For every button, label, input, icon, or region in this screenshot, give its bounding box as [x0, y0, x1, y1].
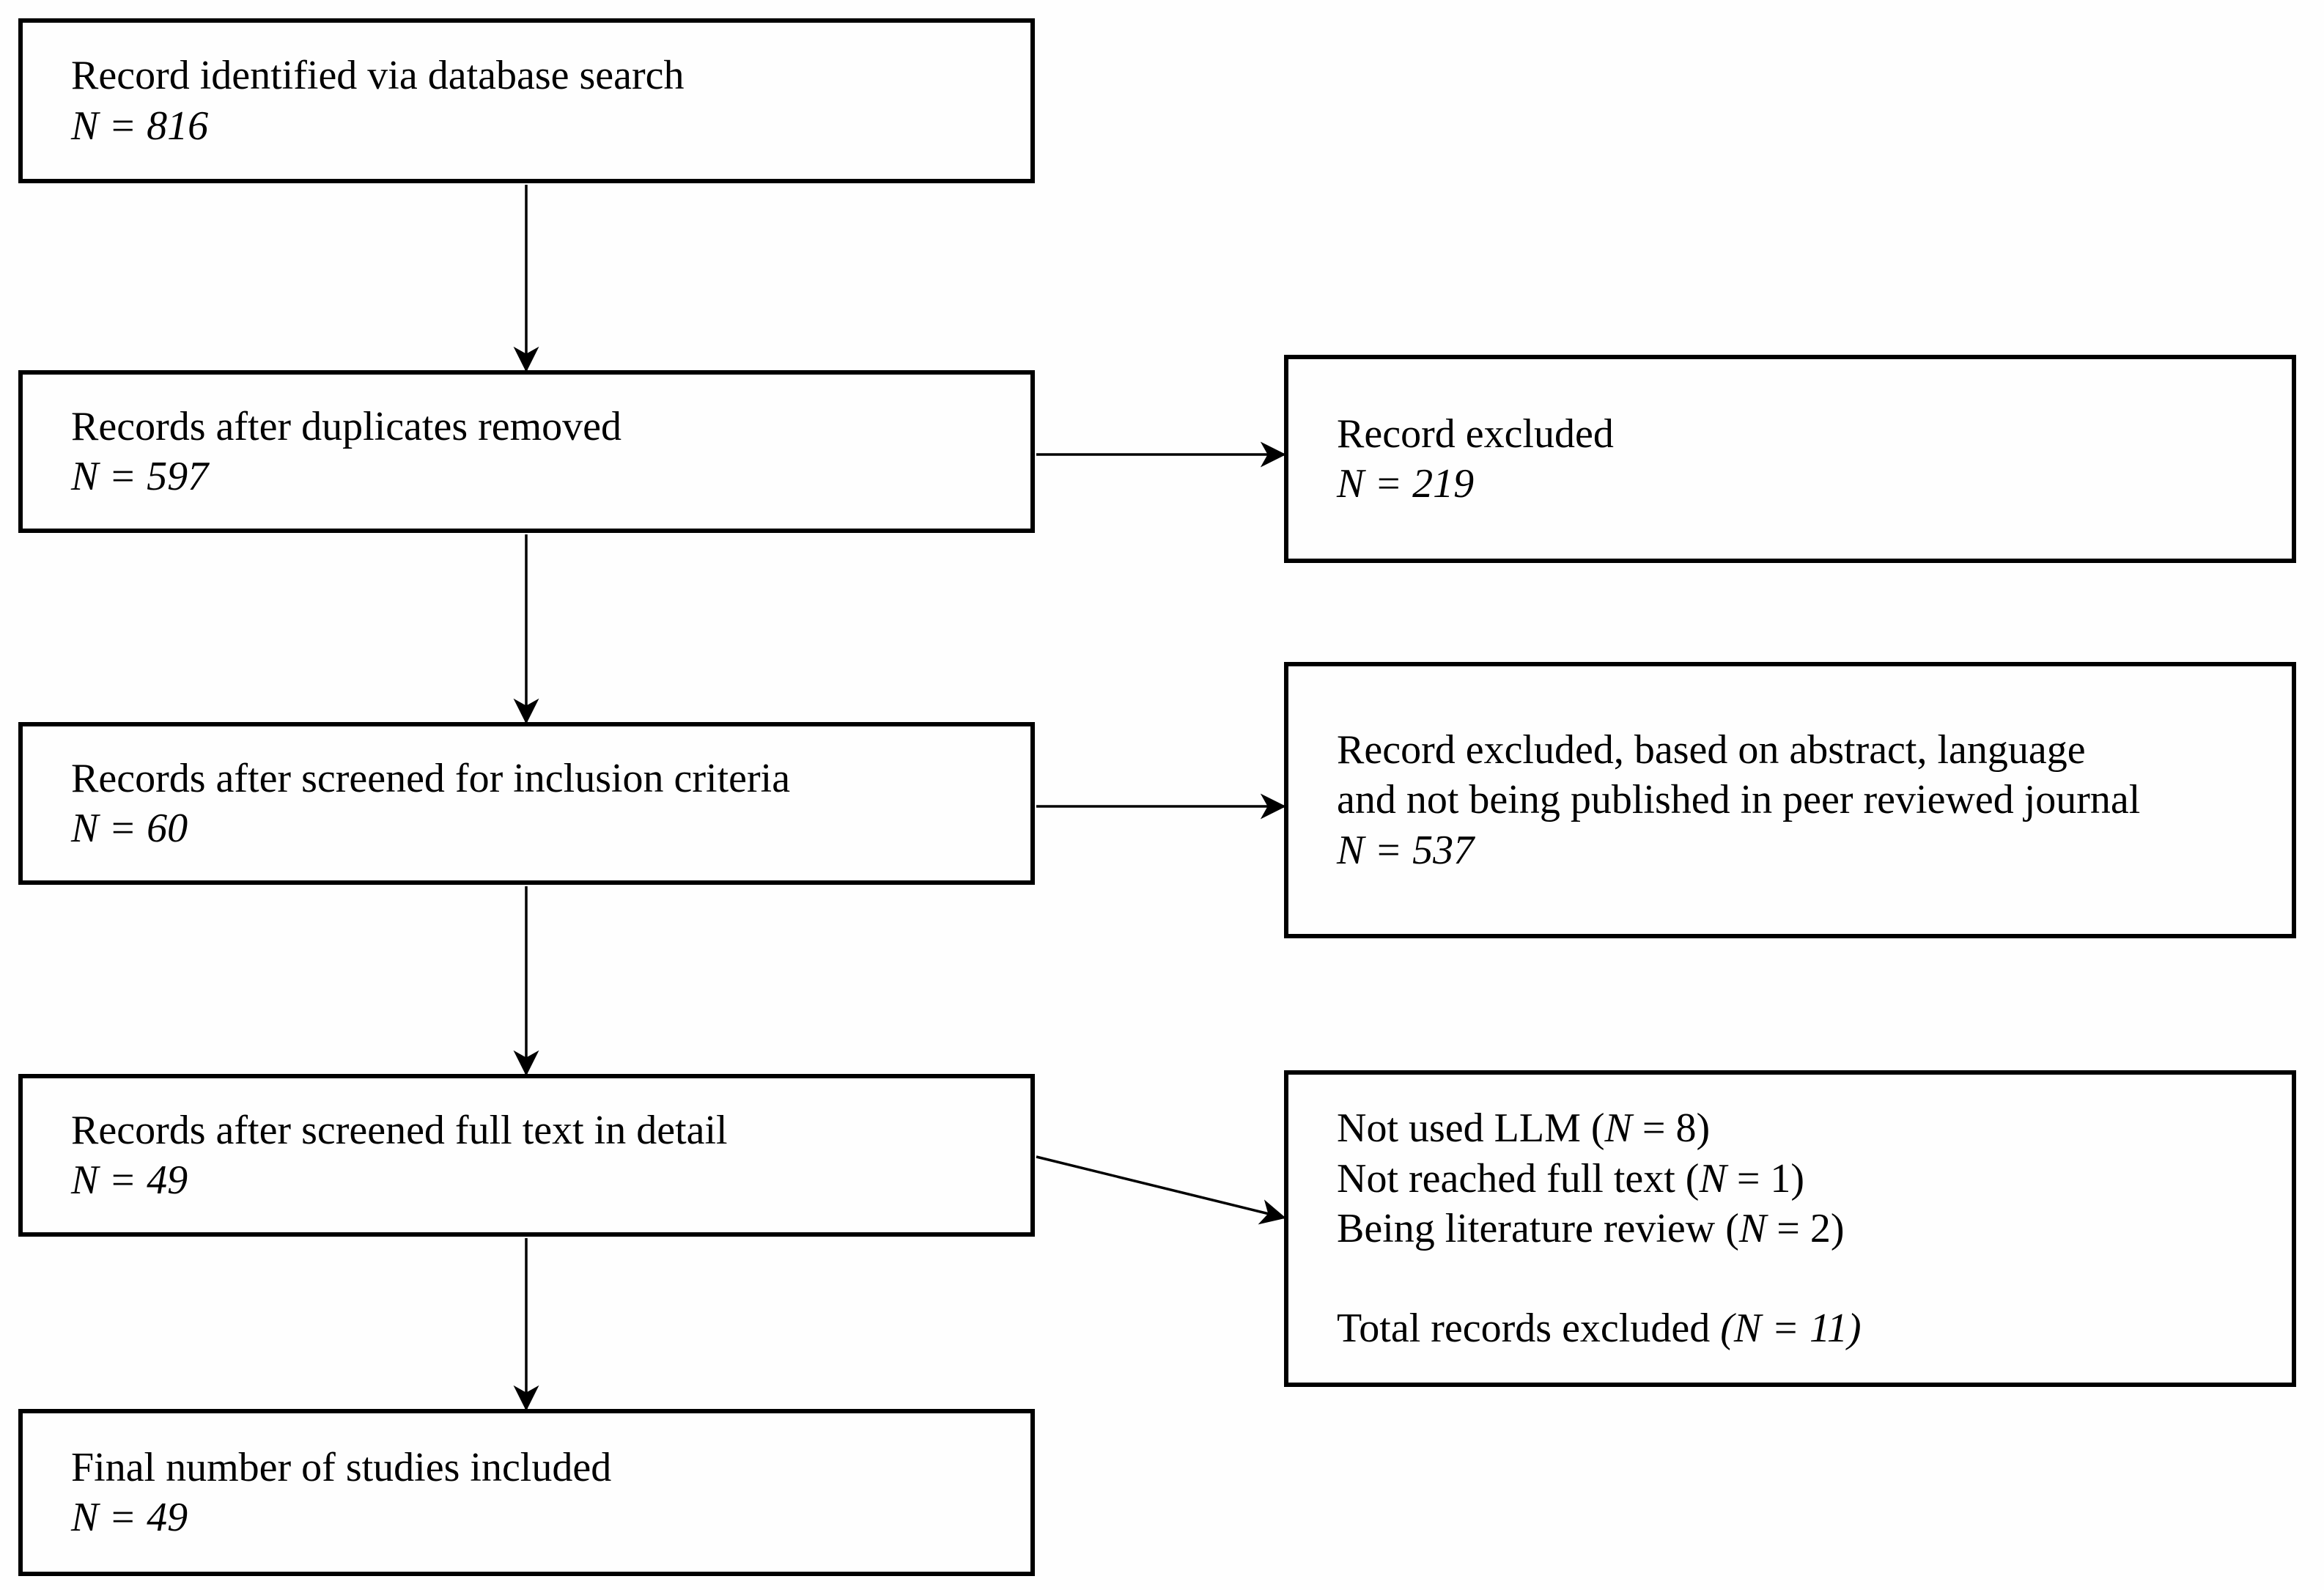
box-count: N = 49 — [71, 1495, 188, 1540]
box-final-studies-included: Final number of studies included N = 49 — [18, 1409, 1035, 1576]
text-line: Total records excluded (N = 11) — [1337, 1306, 1862, 1352]
box-records-after-fulltext-screening: Records after screened full text in deta… — [18, 1074, 1035, 1237]
box-count: N = 816 — [71, 103, 209, 149]
box-count: N = 60 — [71, 806, 188, 851]
box-label: and not being published in peer reviewed… — [1337, 777, 2141, 823]
box-count: N = 219 — [1337, 461, 1475, 507]
box-label: Final number of studies included — [71, 1444, 612, 1490]
box-records-identified: Record identified via database search N … — [18, 18, 1035, 183]
box-label: Record excluded — [1337, 411, 1614, 457]
box-count: N = 537 — [1337, 827, 1475, 873]
box-excluded-after-fulltext: Not used LLM (N = 8)Not reached full tex… — [1284, 1070, 2296, 1387]
arrow-diagonal-fulltext-to-excluded — [1036, 1155, 1286, 1225]
box-excluded-after-duplicates: Record excluded N = 219 — [1284, 355, 2296, 563]
box-records-after-inclusion-screening: Records after screened for inclusion cri… — [18, 722, 1035, 885]
box-label: Records after screened full text in deta… — [71, 1107, 728, 1153]
box-label: Record excluded, based on abstract, lang… — [1337, 727, 2086, 773]
exclusion-reason-list: Not used LLM (N = 8)Not reached full tex… — [1337, 1103, 2277, 1354]
text-line: Not used LLM (N = 8) — [1337, 1105, 1711, 1152]
box-count: N = 597 — [71, 454, 209, 499]
box-label: Records after screened for inclusion cri… — [71, 755, 791, 801]
box-records-after-duplicates: Records after duplicates removed N = 597 — [18, 370, 1035, 533]
box-label: Record identified via database search — [71, 53, 685, 99]
text-line: Not reached full text (N = 1) — [1337, 1155, 1805, 1201]
box-excluded-after-screening: Record excluded, based on abstract, lang… — [1284, 662, 2296, 938]
text-line — [1337, 1254, 2277, 1303]
box-label: Records after duplicates removed — [71, 403, 622, 449]
box-count: N = 49 — [71, 1157, 188, 1203]
text-line: Being literature review (N = 2) — [1337, 1205, 1845, 1251]
